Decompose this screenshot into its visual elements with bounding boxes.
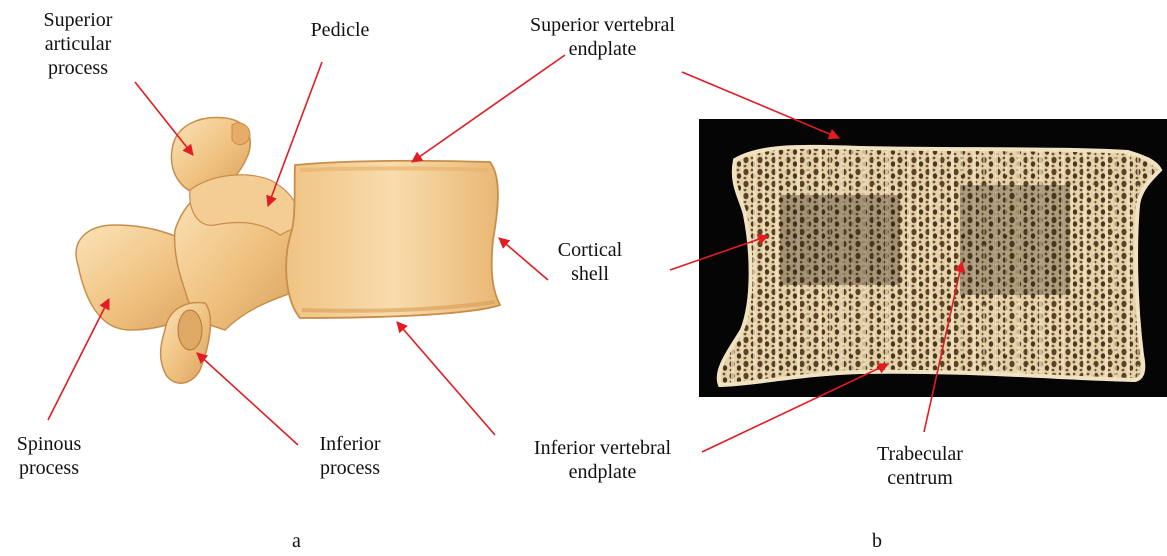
- label-superior-articular-process: Superior articular process: [18, 8, 138, 80]
- panel-label-b: b: [872, 530, 882, 553]
- label-pedicle: Pedicle: [290, 18, 390, 42]
- label-spinous-process: Spinous process: [4, 432, 94, 480]
- vertebra-illustration: [76, 117, 500, 383]
- arrow-inferior-process: [197, 353, 298, 445]
- arrow-superior-endplate-left: [412, 55, 565, 162]
- label-trabecular-centrum: Trabecular centrum: [860, 442, 980, 490]
- arrow-inferior-endplate-left: [397, 322, 495, 435]
- panel-label-a: a: [292, 530, 301, 553]
- arrow-spinous-process: [48, 299, 109, 420]
- label-inferior-process: Inferior process: [300, 432, 400, 480]
- vertebra-section-photo: [699, 119, 1167, 397]
- label-cortical-shell: Cortical shell: [540, 238, 640, 286]
- label-inferior-vertebral-endplate: Inferior vertebral endplate: [495, 436, 710, 484]
- label-superior-vertebral-endplate: Superior vertebral endplate: [495, 13, 710, 61]
- arrow-superior-articular-process: [135, 82, 193, 155]
